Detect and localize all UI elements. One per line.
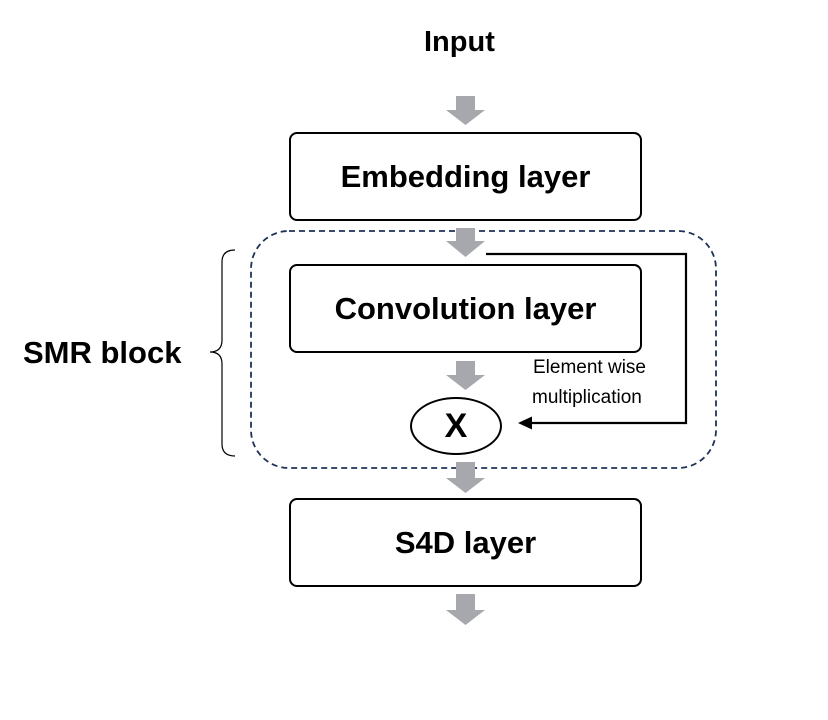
skip-connection-label-line2: multiplication: [532, 387, 642, 408]
skip-connection-label-line1: Element wise: [533, 357, 646, 378]
s4d-layer-box: S4D layer: [289, 498, 642, 587]
flow-arrow-embedding-to-conv: [446, 228, 485, 257]
multiply-node: X: [410, 397, 502, 455]
input-label: Input: [424, 26, 495, 58]
convolution-layer-box: Convolution layer: [289, 264, 642, 353]
smr-block-label: SMR block: [23, 335, 182, 370]
flow-arrow-output: [446, 594, 485, 625]
smr-block-boundary: [250, 230, 717, 469]
flow-arrow-conv-to-multiply: [446, 361, 485, 390]
smr-block-bracket: [209, 249, 236, 457]
flow-arrow-multiply-to-s4d: [446, 462, 485, 493]
flow-arrow-input: [446, 96, 485, 125]
embedding-layer-box: Embedding layer: [289, 132, 642, 221]
skip-connection-arrowhead: [518, 416, 532, 430]
skip-connection-line: [486, 252, 688, 425]
